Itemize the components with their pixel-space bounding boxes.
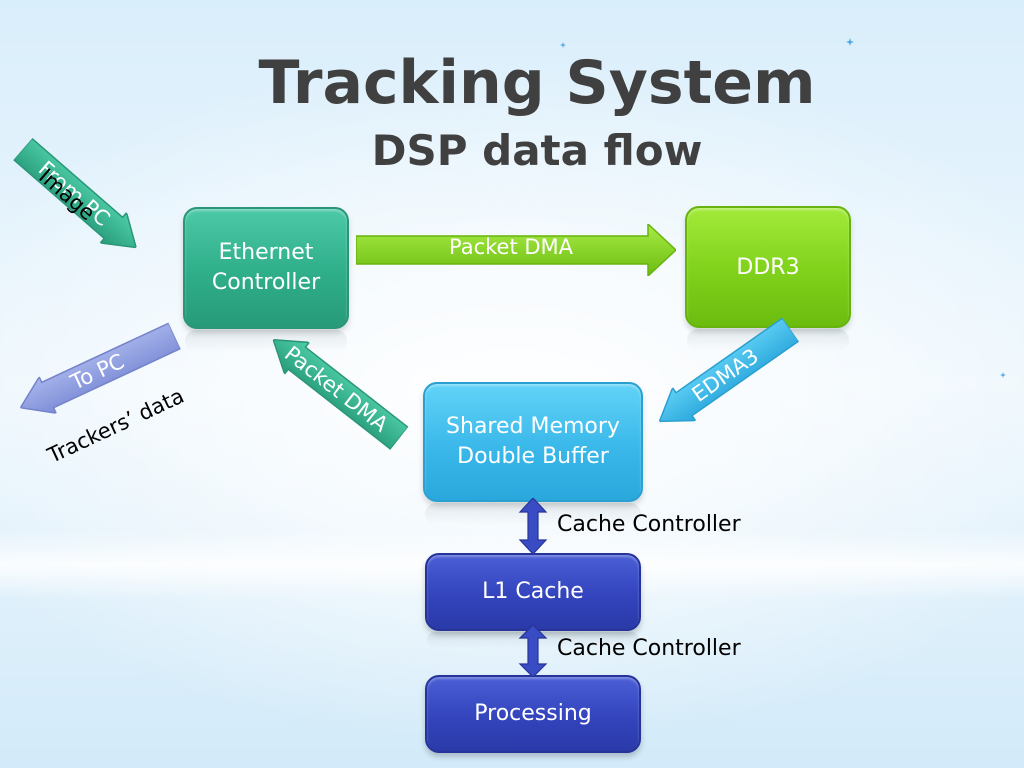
packet-dma-back-arrow: Packet DMA — [261, 324, 412, 454]
processing-label: Processing — [474, 701, 592, 726]
slide-subtitle: DSP data flow — [371, 126, 703, 175]
to-pc-arrow: To PC — [12, 318, 183, 426]
packet-dma-top-label: Packet DMA — [448, 235, 574, 259]
arrow-shape — [272, 338, 409, 451]
arrow-shape — [19, 322, 182, 415]
double-arrow-shared-l1 — [518, 498, 548, 554]
packet-dma-top-arrow: Packet DMA — [356, 224, 676, 276]
l1-cache-label: L1 Cache — [482, 579, 584, 604]
l1-cache-box: L1 Cache — [425, 553, 641, 631]
packet-dma-back-label: Packet DMA — [280, 341, 393, 437]
slide-title: Tracking System — [258, 48, 816, 118]
arrow-shape — [658, 317, 800, 423]
processing-box: Processing — [425, 675, 641, 753]
arrow-shape — [356, 224, 676, 276]
sparkle-decoration — [1000, 372, 1006, 378]
double-arrow-l1-processing — [518, 625, 548, 677]
from-pc-arrow: From PC — [10, 134, 149, 263]
shared-memory-label: Shared Memory Double Buffer — [446, 414, 620, 469]
arrow-shape — [12, 137, 138, 249]
cache-controller-label-2: Cache Controller — [557, 636, 741, 661]
sparkle-decoration — [846, 38, 854, 46]
sparkle-decoration — [560, 42, 566, 48]
ddr3-label: DDR3 — [736, 255, 800, 280]
cache-controller-label-1: Cache Controller — [557, 512, 741, 537]
ethernet-controller-label: Ethernet Controller — [211, 240, 321, 295]
ethernet-controller-box: Ethernet Controller — [183, 207, 349, 329]
ddr3-box: DDR3 — [685, 206, 851, 328]
shared-memory-box: Shared Memory Double Buffer — [423, 382, 643, 502]
edma3-arrow: EDMA3 — [648, 313, 802, 438]
